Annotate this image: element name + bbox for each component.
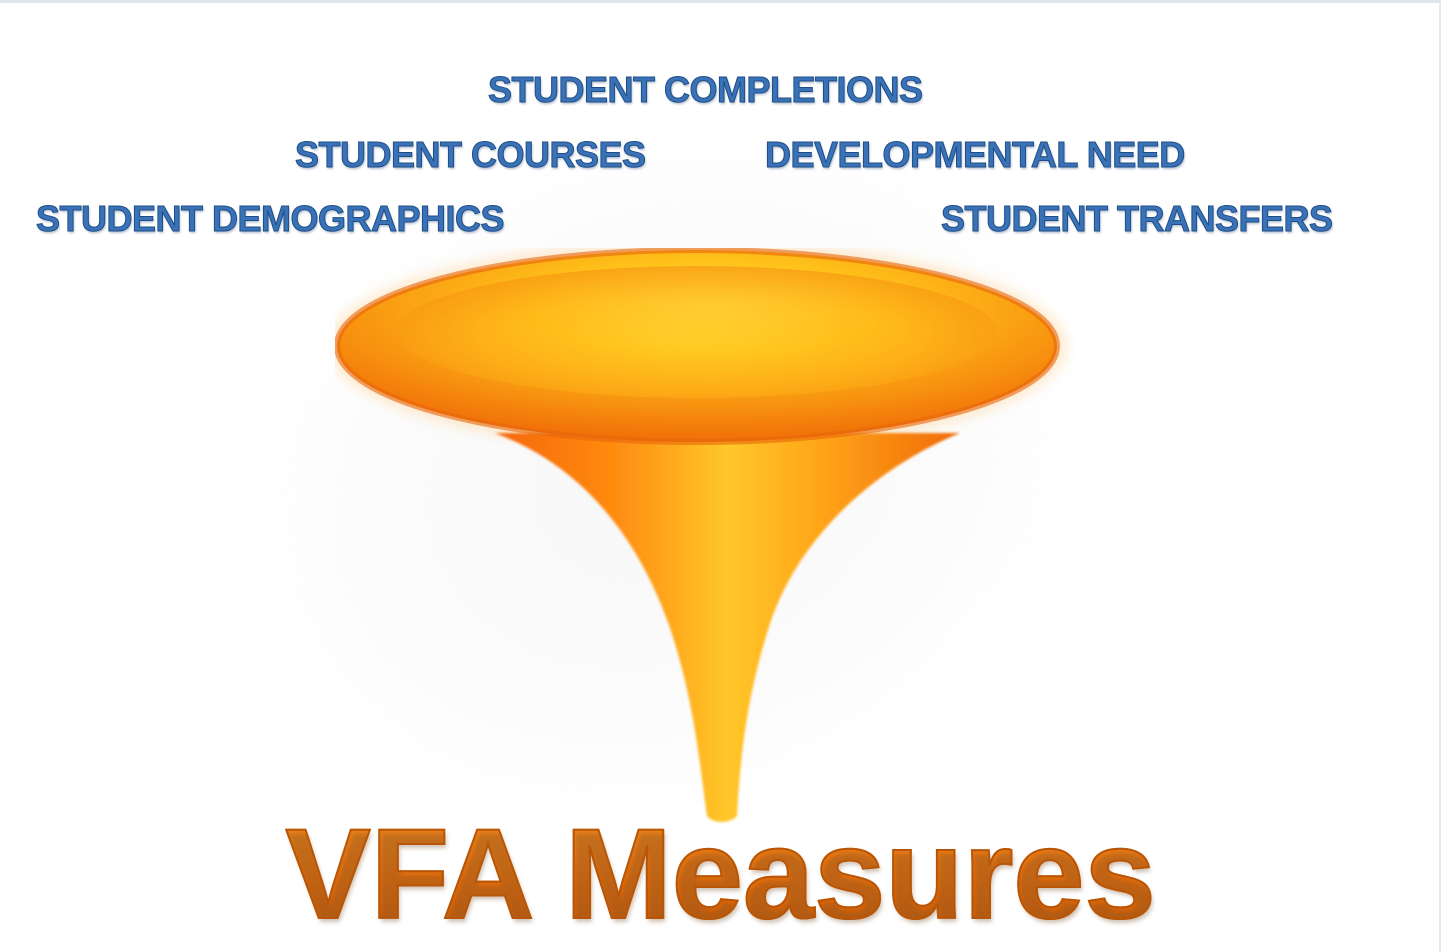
funnel-rim-highlight bbox=[397, 266, 997, 398]
label-developmental-need: DEVELOPMENTAL NEED bbox=[765, 134, 1186, 176]
label-student-completions: STUDENT COMPLETIONS bbox=[488, 69, 924, 111]
title-text: VFA Measures bbox=[284, 803, 1156, 946]
funnel-rim-edge bbox=[335, 248, 1060, 445]
page-title: VFA Measures bbox=[0, 803, 1439, 946]
label-student-courses: STUDENT COURSES bbox=[295, 134, 647, 176]
funnel-stem bbox=[495, 433, 960, 822]
label-student-demographics: STUDENT DEMOGRAPHICS bbox=[35, 198, 505, 240]
funnel-icon bbox=[335, 248, 1067, 822]
label-student-transfers: STUDENT TRANSFERS bbox=[941, 198, 1334, 240]
